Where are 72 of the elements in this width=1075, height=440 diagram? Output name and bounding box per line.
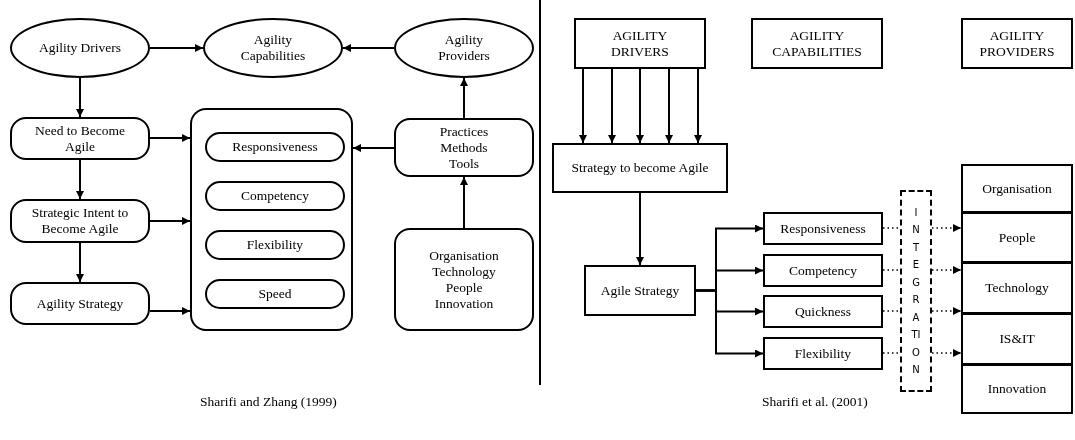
rounded-box bbox=[10, 199, 150, 243]
arrow bbox=[149, 217, 191, 225]
process-box bbox=[763, 337, 883, 370]
node-label: AGILITY CAPABILITIES bbox=[771, 27, 863, 60]
process-box bbox=[552, 143, 728, 193]
process-box bbox=[763, 212, 883, 245]
arrow bbox=[149, 44, 204, 52]
node-label: Flexibility bbox=[245, 237, 305, 253]
arrow bbox=[76, 159, 84, 200]
arrow bbox=[579, 68, 587, 144]
dashed-box bbox=[900, 190, 932, 392]
arrow bbox=[665, 68, 673, 144]
container-box bbox=[190, 108, 353, 331]
vertical-label: INTEGRATION bbox=[911, 205, 921, 377]
arrow bbox=[460, 77, 468, 119]
process-box bbox=[763, 254, 883, 287]
node-label: AGILITY PROVIDERS bbox=[978, 27, 1056, 60]
node-label: Responsiveness bbox=[231, 139, 319, 155]
caption: Sharifi et al. (2001) bbox=[762, 393, 868, 411]
arrow bbox=[76, 242, 84, 283]
process-box bbox=[961, 364, 1073, 414]
arrow bbox=[460, 176, 468, 229]
process-box bbox=[574, 18, 706, 69]
process-box bbox=[961, 262, 1073, 314]
rounded-box bbox=[205, 132, 345, 162]
arrow bbox=[694, 68, 702, 144]
node-label: Agility Capabilities bbox=[239, 32, 307, 64]
rounded-box bbox=[205, 181, 345, 211]
node-label: Organisation Technology People Innovation bbox=[428, 247, 500, 312]
node-label: AGILITY DRIVERS bbox=[610, 27, 670, 60]
arrow bbox=[636, 68, 644, 144]
arrow bbox=[608, 68, 616, 144]
arrow bbox=[149, 307, 191, 315]
node-label: Speed bbox=[257, 286, 293, 302]
arrow bbox=[636, 192, 644, 266]
rounded-box bbox=[205, 230, 345, 260]
node-label: Agility Strategy bbox=[35, 295, 125, 312]
node-label: Practices Methods Tools bbox=[438, 123, 490, 172]
process-box bbox=[961, 313, 1073, 365]
process-box bbox=[961, 164, 1073, 213]
process-box bbox=[961, 212, 1073, 263]
arrow bbox=[76, 77, 84, 118]
node-label: Agility Providers bbox=[437, 32, 491, 64]
arrow bbox=[352, 144, 395, 152]
rounded-box bbox=[10, 117, 150, 160]
node-label: Strategy to become Agile bbox=[570, 160, 710, 176]
rounded-box bbox=[394, 118, 534, 177]
node-label: Competency bbox=[787, 262, 859, 279]
node-label: IS&IT bbox=[998, 331, 1036, 347]
node-label: People bbox=[997, 229, 1037, 246]
rounded-box bbox=[394, 228, 534, 331]
node-label: Agile Strategy bbox=[599, 282, 681, 299]
process-box bbox=[763, 295, 883, 328]
node-label: Strategic Intent to Become Agile bbox=[30, 205, 130, 237]
node-label: Organisation bbox=[981, 180, 1053, 197]
arrow bbox=[149, 134, 191, 142]
process-box bbox=[584, 265, 696, 316]
arrow bbox=[342, 44, 395, 52]
rounded-box bbox=[10, 282, 150, 325]
process-box bbox=[961, 18, 1073, 69]
arrow bbox=[695, 289, 764, 358]
caption: Sharifi and Zhang (1999) bbox=[200, 393, 337, 411]
process-box bbox=[751, 18, 883, 69]
node-label: Flexibility bbox=[793, 345, 853, 362]
node-label: Need to Become Agile bbox=[34, 122, 126, 155]
node-label: Quickness bbox=[793, 303, 853, 320]
node-label: Innovation bbox=[986, 381, 1048, 397]
node-label: Technology bbox=[984, 280, 1050, 296]
node-label: Agility Drivers bbox=[37, 40, 123, 56]
node-label: Responsiveness bbox=[779, 220, 867, 237]
node-label: Competency bbox=[239, 188, 311, 204]
rounded-box bbox=[205, 279, 345, 309]
